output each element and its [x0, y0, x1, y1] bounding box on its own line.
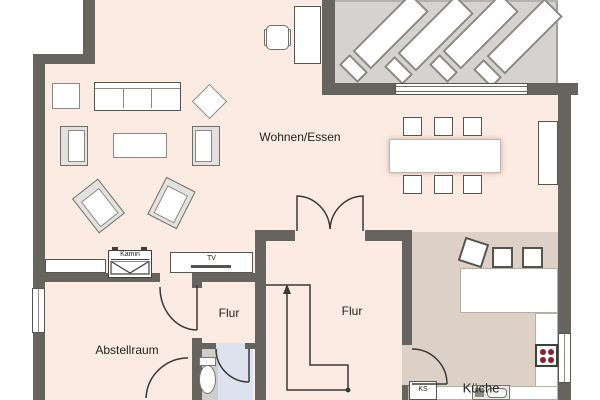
wall-kitchen-hall [402, 241, 412, 345]
fridge-box: KS [409, 381, 437, 400]
wall-wc-stub-right [245, 343, 255, 349]
wall-kitchen-hall-stub [402, 385, 412, 400]
dining-table [389, 139, 501, 173]
wall-living-terrace [322, 0, 335, 95]
wall-living-bottom-right [192, 273, 266, 282]
sink-basin [487, 388, 507, 398]
room-label-kitchen: Küche [462, 380, 500, 396]
wall-hall-divider [255, 230, 266, 400]
terrace-edge-right [556, 0, 558, 85]
tv-screen [191, 265, 231, 268]
coffee-table [113, 133, 167, 158]
fireplace-foot [141, 247, 147, 252]
sideboard-left [45, 259, 106, 273]
room-label-hall-small: Flur [218, 306, 240, 320]
armchair-seat [68, 130, 85, 162]
tv-label: TV [207, 255, 216, 262]
sofa-cushion-divider [123, 89, 125, 108]
fireplace-foot [112, 247, 118, 252]
dining-chair [434, 175, 453, 194]
wall-dining-hall-left [255, 230, 295, 241]
window-kitchen [558, 333, 571, 383]
dining-chair [403, 117, 422, 136]
sink-drainer [475, 388, 484, 397]
burner [539, 356, 546, 363]
dining-chair [403, 175, 422, 194]
desk [294, 6, 321, 64]
wall-storage-stub [192, 273, 202, 288]
tv-lowboard: TV [170, 252, 253, 273]
armchair-right [192, 126, 220, 166]
armchair-seat [195, 130, 212, 162]
bar-stool [492, 247, 513, 268]
sofa-back [95, 83, 180, 89]
fireplace-label: Kamin [111, 251, 149, 260]
fireplace: Kamin [108, 250, 152, 278]
wall-dining-hall-right [365, 230, 412, 241]
wall-left-upper [33, 54, 45, 288]
wall-storage-wc [192, 338, 202, 400]
burner [547, 348, 554, 355]
wall-left-lower [33, 333, 45, 400]
armchair-left [60, 126, 88, 166]
room-label-hall-main: Flur [341, 304, 363, 318]
wall-notch-horizontal [33, 54, 95, 64]
toilet-bowl [199, 365, 216, 394]
window-left [32, 288, 45, 333]
wall-notch-vertical [83, 0, 95, 64]
wall-wc-stub-left [202, 343, 216, 349]
side-table [52, 83, 80, 109]
dining-chair [463, 117, 482, 136]
wall-right-lower [558, 383, 571, 400]
bar-stool [522, 247, 543, 268]
sofa [94, 82, 181, 111]
wall-right-upper [558, 83, 571, 333]
room-label-living-dining: Wohnen/Essen [259, 130, 341, 144]
terrace-sliding-door [395, 83, 528, 95]
burner [547, 356, 554, 363]
stove-icon [535, 344, 558, 367]
floor-hall-main [266, 241, 402, 400]
fireplace-symbol [110, 261, 150, 275]
dining-chair [463, 175, 482, 194]
dining-chair [434, 117, 453, 136]
wall-living-bottom-left [45, 273, 160, 282]
floor-kitchen-doorway [402, 345, 412, 385]
sideboard-right [538, 121, 558, 185]
room-label-storage: Abstellraum [95, 343, 159, 357]
burner [539, 348, 546, 355]
sofa-cushion-divider [151, 89, 153, 108]
desk-chair-arm [288, 29, 291, 46]
kitchen-counter-top [460, 268, 558, 313]
desk-chair [266, 25, 289, 50]
desk-chair-arm [264, 29, 267, 46]
fridge-label: KS [418, 386, 428, 393]
terrace-edge-top [335, 0, 558, 2]
